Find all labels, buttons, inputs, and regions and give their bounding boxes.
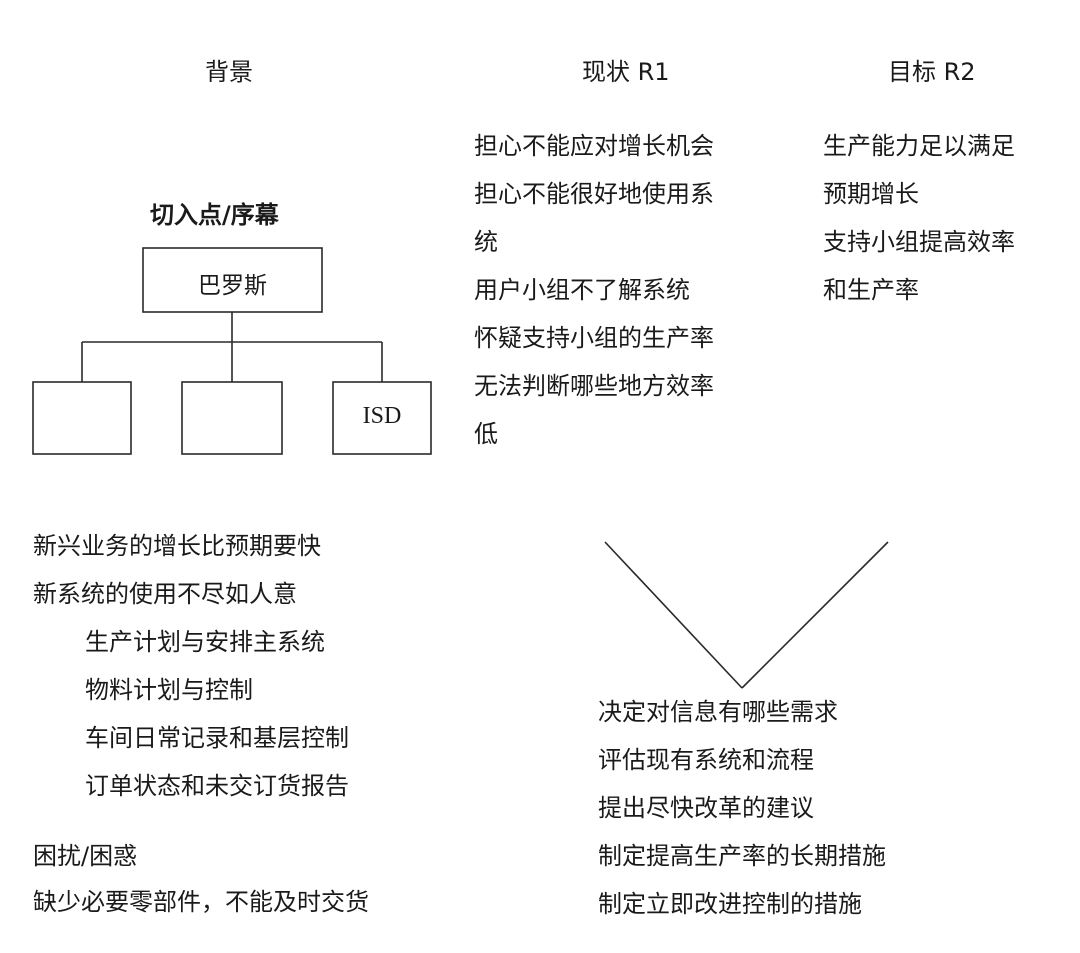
current-state-line: 低 bbox=[474, 420, 498, 448]
current-state-line: 统 bbox=[474, 228, 498, 256]
v-shape-right-arm bbox=[741, 541, 889, 689]
v-shape-left-arm bbox=[604, 541, 743, 689]
action-item: 评估现有系统和流程 bbox=[598, 746, 814, 774]
background-subitem: 物料计划与控制 bbox=[85, 676, 253, 704]
goal-line: 和生产率 bbox=[823, 276, 919, 304]
action-item: 决定对信息有哪些需求 bbox=[598, 698, 838, 726]
header-background: 背景 bbox=[205, 58, 253, 86]
current-state-line: 担心不能很好地使用系 bbox=[474, 180, 714, 208]
org-child-label-isd: ISD bbox=[362, 403, 402, 429]
goal-list: 生产能力足以满足 预期增长 支持小组提高效率 和生产率 bbox=[823, 122, 1015, 314]
background-subitem: 生产计划与安排主系统 bbox=[85, 628, 325, 656]
background-subitem: 车间日常记录和基层控制 bbox=[85, 724, 349, 752]
org-root-label: 巴罗斯 bbox=[198, 273, 267, 299]
org-child-box-3 bbox=[332, 381, 432, 455]
trouble-text: 缺少必要零部件，不能及时交货 bbox=[33, 888, 369, 916]
trouble-label: 困扰/困惑 bbox=[33, 842, 138, 870]
org-child-box-1 bbox=[32, 381, 132, 455]
action-item: 制定提高生产率的长期措施 bbox=[598, 842, 886, 870]
org-child-box-2 bbox=[181, 381, 283, 455]
background-item: 新系统的使用不尽如人意 bbox=[33, 580, 297, 608]
goal-line: 预期增长 bbox=[823, 180, 919, 208]
background-subitem: 订单状态和未交订货报告 bbox=[85, 772, 349, 800]
header-goal: 目标 R2 bbox=[888, 58, 976, 86]
goal-line: 支持小组提高效率 bbox=[823, 228, 1015, 256]
goal-line: 生产能力足以满足 bbox=[823, 132, 1015, 160]
current-state-line: 担心不能应对增长机会 bbox=[474, 132, 714, 160]
entry-point-label: 切入点/序幕 bbox=[150, 201, 279, 229]
background-item: 新兴业务的增长比预期要快 bbox=[33, 532, 321, 560]
current-state-list: 担心不能应对增长机会 担心不能很好地使用系 统 用户小组不了解系统 怀疑支持小组… bbox=[474, 122, 714, 458]
current-state-line: 怀疑支持小组的生产率 bbox=[474, 324, 714, 352]
background-list: 新兴业务的增长比预期要快 新系统的使用不尽如人意 生产计划与安排主系统 物料计划… bbox=[33, 522, 349, 810]
header-current-state: 现状 R1 bbox=[582, 58, 670, 86]
current-state-line: 用户小组不了解系统 bbox=[474, 276, 690, 304]
action-item: 提出尽快改革的建议 bbox=[598, 794, 814, 822]
action-item: 制定立即改进控制的措施 bbox=[598, 890, 862, 918]
action-list: 决定对信息有哪些需求 评估现有系统和流程 提出尽快改革的建议 制定提高生产率的长… bbox=[598, 688, 886, 928]
current-state-line: 无法判断哪些地方效率 bbox=[474, 372, 714, 400]
